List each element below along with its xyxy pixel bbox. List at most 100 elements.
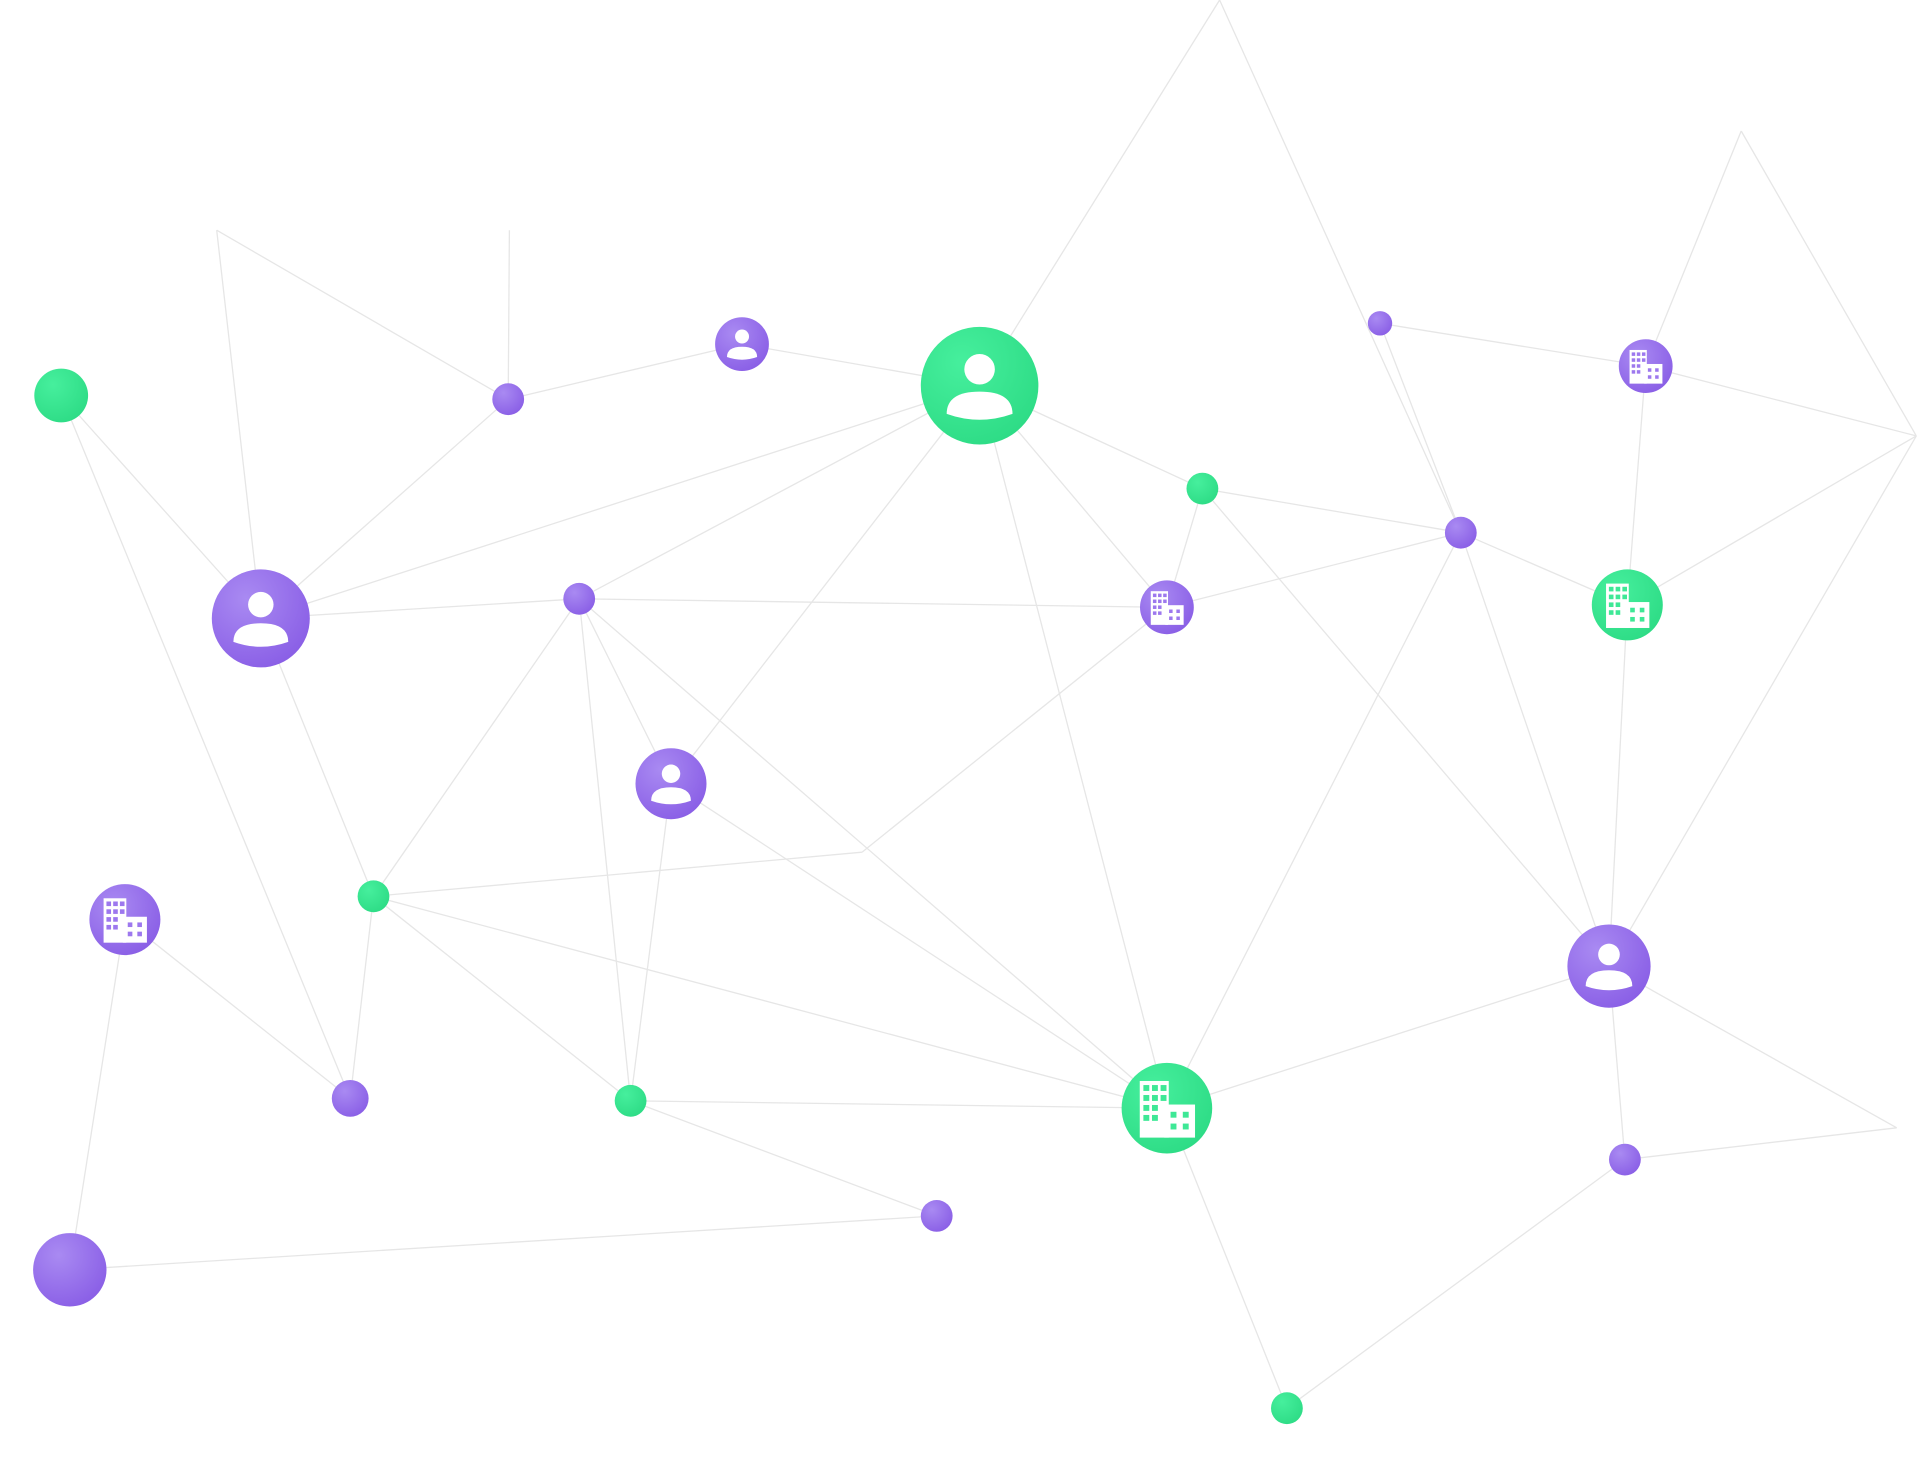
person-icon [726,329,758,360]
person-node [1567,924,1651,1008]
edge-line [630,1100,1167,1109]
network-node [1609,1143,1641,1176]
network-node [614,1084,647,1117]
network-node [1444,516,1477,549]
edge-line [260,398,509,619]
building-node [1140,580,1194,635]
edge-line [372,598,580,897]
node-circle [920,326,1039,445]
network-node [1186,472,1219,505]
edge-line [1202,487,1461,534]
node-circle [357,880,390,913]
edge-line [1608,604,1628,967]
network-node [331,1080,369,1117]
person-icon [233,591,289,647]
network-node [492,383,525,416]
network-node [357,880,390,913]
node-layer [33,311,1673,1425]
building-icon [103,898,147,943]
edge-line [1166,1107,1288,1409]
edge-line [260,385,980,620]
edge-line [373,895,1168,1109]
edge-line [1740,130,1917,437]
edge-line [1379,322,1646,367]
node-circle [1444,516,1477,549]
edge-line [1460,532,1610,967]
node-circle [563,582,596,615]
person-node [211,569,310,668]
edge-line [260,618,375,897]
edge-line [373,895,632,1102]
edge-line [260,598,580,620]
node-circle [33,1233,107,1307]
edge-line [1201,488,1610,967]
node-circle [211,569,310,668]
building-node [89,884,161,956]
edge-line [1626,366,1647,605]
edge-line [1286,1159,1626,1409]
edge-line [578,385,980,600]
edge-line [1379,323,1462,533]
network-node [920,1200,953,1232]
building-node [1618,339,1673,393]
edge-line [1624,1127,1897,1161]
edge-line [507,230,511,400]
building-node [1591,569,1663,641]
network-node [563,582,596,615]
edge-line [508,343,743,400]
edge-line [349,896,375,1099]
node-circle [920,1200,953,1232]
node-circle [1271,1392,1303,1425]
node-circle [34,368,89,423]
node-circle [492,383,525,416]
edge-layer [60,0,1917,1409]
network-node [1367,311,1393,336]
edge-line [216,229,509,400]
person-icon [946,353,1013,420]
edge-line [578,598,632,1101]
person-icon [1585,943,1633,991]
edge-line [1645,130,1742,367]
person-node [635,748,707,820]
edge-line [670,783,1168,1109]
edge-line [579,598,1167,608]
edge-line [578,598,1168,1109]
node-circle [1367,311,1393,336]
edge-line [60,395,351,1099]
node-circle [1567,924,1651,1008]
building-icon [1139,1080,1196,1138]
edge-line [373,851,863,897]
person-node [715,317,769,371]
node-circle [715,317,769,371]
edge-line [216,230,262,619]
person-node [920,326,1039,445]
edge-line [124,919,351,1099]
building-icon [1150,591,1184,625]
edge-line [1219,0,1462,533]
edge-line [1645,365,1917,437]
edge-line [1166,532,1462,1109]
edge-line [69,1215,937,1271]
node-circle [1609,1143,1641,1176]
edge-line [1608,965,1898,1129]
node-circle [1186,472,1219,505]
edge-line [1626,435,1917,606]
edge-line [1166,965,1610,1109]
person-icon [651,764,691,805]
edge-line [629,783,672,1101]
network-node [33,1233,107,1307]
node-circle [635,748,707,820]
edge-line [1166,532,1461,608]
network-node [34,368,89,423]
edge-line [978,385,1168,1109]
edge-line [60,395,262,619]
edge-line [861,606,1168,853]
edge-line [69,919,126,1270]
node-circle [331,1080,369,1117]
edge-line [1608,435,1917,967]
building-node [1121,1062,1213,1154]
building-icon [1606,583,1650,628]
edge-line [670,385,981,785]
building-icon [1629,349,1663,384]
